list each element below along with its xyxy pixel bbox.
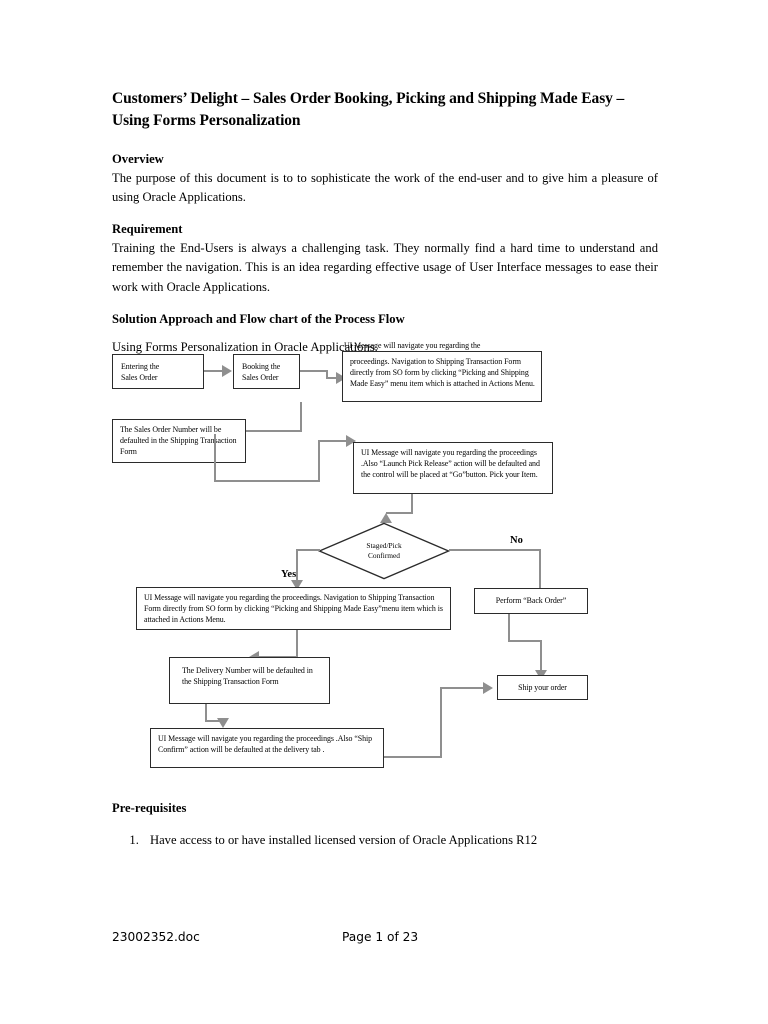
connector-backorder-to-ship-v2 xyxy=(540,640,542,673)
connector-booking-to-ui-message-h2 xyxy=(326,377,337,379)
connector-delivery-to-ui4-v xyxy=(205,704,207,722)
prerequisites-section: Pre-requisites Have access to or have in… xyxy=(112,800,658,850)
connector-ui1-to-so-number-h xyxy=(237,430,301,432)
connector-delivery-to-ui4-h xyxy=(205,720,224,722)
flow-node-ui-message-pick-release: UI Message will navigate you regarding t… xyxy=(353,442,553,494)
connector-so-number-to-ui2-up xyxy=(318,440,320,481)
connector-diamond-yes-h xyxy=(296,549,320,551)
connector-diamond-no-v xyxy=(539,549,541,589)
flow-node-ui-message-navigation-2: UI Message will navigate you regarding t… xyxy=(136,587,451,630)
section-body-overview: The purpose of this document is to to so… xyxy=(112,170,658,205)
flow-node-ui-message-ship-confirm: UI Message will navigate you regarding t… xyxy=(150,728,384,768)
section-heading-solution: Solution Approach and Flow chart of the … xyxy=(112,311,405,326)
arrowhead-so-number-to-ui2 xyxy=(346,435,356,447)
connector-so-number-to-ui2-h xyxy=(214,480,320,482)
flow-node-entering-sales-order: Entering the Sales Order xyxy=(112,354,204,389)
section-body-requirement: Training the End-Users is always a chall… xyxy=(112,241,658,294)
list-item: Have access to or have installed license… xyxy=(142,831,658,850)
connector-so-number-to-ui2-v xyxy=(214,434,216,482)
flow-node-sales-order-number: The Sales Order Number will be defaulted… xyxy=(112,419,246,463)
connector-ui4-to-ship-v xyxy=(440,688,442,758)
diamond-shape xyxy=(318,522,450,580)
footer-page-number: Page 1 of 23 xyxy=(342,930,419,944)
connector-ui2-to-diamond-v xyxy=(411,494,413,514)
process-flowchart: Entering the Sales Order Booking the Sal… xyxy=(0,330,768,790)
flow-node-ship-your-order: Ship your order xyxy=(497,675,588,700)
connector-backorder-to-ship-h xyxy=(508,640,542,642)
prerequisites-list: Have access to or have installed license… xyxy=(112,831,658,850)
flow-node-ui-message-navigation: proceedings. Navigation to Shipping Tran… xyxy=(342,351,542,402)
connector-ui1-to-so-number-v xyxy=(300,402,302,432)
flow-node-decision-staged-pick: Staged/Pick Confirmed xyxy=(318,522,450,580)
connector-so-number-to-ui2-h2 xyxy=(318,440,348,442)
arrowhead-ui4-to-ship xyxy=(483,682,493,694)
connector-backorder-to-ship-v1 xyxy=(508,614,510,642)
arrowhead-diamond-yes xyxy=(291,580,303,590)
arrowhead-ui2-to-diamond xyxy=(380,513,392,523)
section-heading-prerequisites: Pre-requisites xyxy=(112,801,187,815)
branch-label-yes: Yes xyxy=(281,569,297,580)
connector-ui3-to-delivery-v xyxy=(296,630,298,658)
connector-booking-to-ui-message-drop xyxy=(326,370,328,379)
connector-ui4-to-ship-h1 xyxy=(384,756,442,758)
connector-ui4-to-ship-h2 xyxy=(440,687,485,689)
connector-diamond-no-h xyxy=(449,549,541,551)
connector-booking-to-ui-message-h1 xyxy=(300,370,328,372)
footer-filename: 23002352.doc xyxy=(112,930,200,944)
flow-node-delivery-number: The Delivery Number will be defaulted in… xyxy=(169,657,330,704)
section-body-solution: Using Forms Personalization in Oracle Ap… xyxy=(112,339,378,354)
arrowhead-entering-to-booking xyxy=(222,365,232,377)
flow-node-booking-sales-order: Booking the Sales Order xyxy=(233,354,300,389)
flow-node-ui-message-navigation-overflow: UI Message will navigate you regarding t… xyxy=(344,341,481,350)
connector-diamond-yes-v xyxy=(296,549,298,583)
arrowhead-booking-to-ui-message xyxy=(336,372,346,384)
branch-label-no: No xyxy=(510,535,523,546)
arrowhead-delivery-to-ui4 xyxy=(217,718,229,728)
document-body: Customers’ Delight – Sales Order Booking… xyxy=(112,88,658,371)
connector-ui2-to-diamond-h xyxy=(386,512,413,514)
page-title: Customers’ Delight – Sales Order Booking… xyxy=(112,90,625,130)
section-heading-overview: Overview xyxy=(112,151,164,166)
connector-entering-to-booking xyxy=(204,370,224,372)
flow-node-perform-back-order: Perform “Back Order” xyxy=(474,588,588,614)
section-heading-requirement: Requirement xyxy=(112,222,183,237)
